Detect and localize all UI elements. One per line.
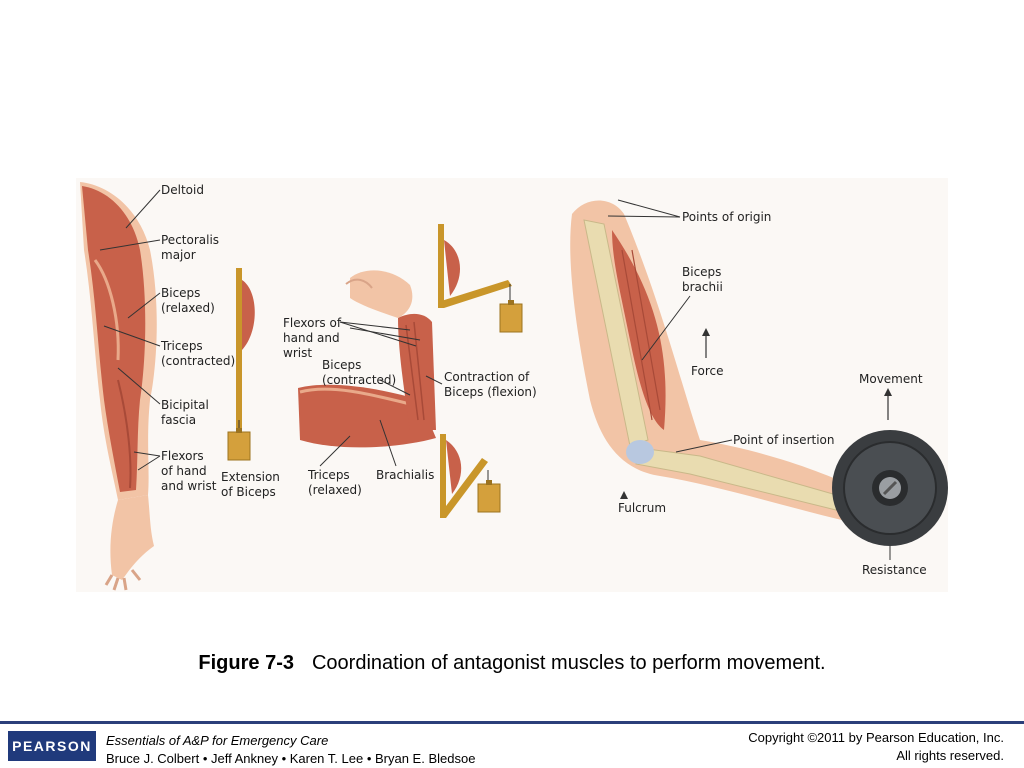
label-triceps-contracted-1: Triceps (160, 339, 203, 353)
book-info: Essentials of A&P for Emergency Care Bru… (106, 732, 475, 768)
label-pectoralis-2: major (161, 248, 196, 262)
label-contraction-2: Biceps (flexion) (444, 385, 537, 399)
contraction-lever-diagram (438, 224, 523, 333)
pearson-logo: PEARSON (8, 731, 96, 761)
rights-text: All rights reserved. (896, 748, 1004, 763)
label-points-of-origin: Points of origin (682, 210, 771, 224)
label-movement: Movement (859, 372, 923, 386)
label-extension-2: of Biceps (221, 485, 276, 499)
label-biceps-brachii-1: Biceps (682, 265, 721, 279)
movement-arrow (884, 388, 892, 420)
copyright-block: Copyright ©2011 by Pearson Education, In… (748, 729, 1004, 765)
label-flexors-mid-1: Flexors of (283, 316, 342, 330)
left-arm-illustration (80, 182, 157, 591)
label-flexors-mid-3: wrist (283, 346, 312, 360)
label-resistance: Resistance (862, 563, 927, 577)
label-flexors-left-1: Flexors (161, 449, 204, 463)
label-biceps-relaxed-1: Biceps (161, 286, 200, 300)
lever-arm-illustration (570, 200, 860, 522)
fulcrum-marker (620, 491, 628, 499)
label-flexors-left-3: and wrist (161, 479, 217, 493)
label-triceps-relaxed-2: (relaxed) (308, 483, 362, 497)
label-fulcrum: Fulcrum (618, 501, 666, 515)
label-point-of-insertion: Point of insertion (733, 433, 834, 447)
label-triceps-contracted-2: (contracted) (161, 354, 235, 368)
label-triceps-relaxed-1: Triceps (307, 468, 350, 482)
label-brachialis: Brachialis (376, 468, 434, 482)
label-biceps-brachii-2: brachii (682, 280, 723, 294)
label-biceps-relaxed-2: (relaxed) (161, 301, 215, 315)
figure-number: Figure 7-3 (198, 652, 294, 674)
right-leader-lines (607, 199, 891, 560)
figure-panel (76, 178, 948, 592)
figure-caption-text: Coordination of antagonist muscles to pe… (311, 652, 826, 674)
force-arrow (702, 328, 710, 358)
label-bicipital-1: Bicipital (161, 398, 209, 412)
label-extension-1: Extension (221, 470, 280, 484)
label-pectoralis-1: Pectoralis (161, 233, 219, 247)
footer-divider (0, 721, 1024, 724)
label-force: Force (691, 364, 723, 378)
left-leader-lines (99, 189, 161, 471)
extension-lever-diagram (227, 268, 255, 461)
label-biceps-contracted-1: Biceps (322, 358, 361, 372)
book-authors: Bruce J. Colbert • Jeff Ankney • Karen T… (106, 751, 476, 766)
label-flexors-mid-2: hand and (283, 331, 340, 345)
label-deltoid: Deltoid (161, 183, 204, 197)
copyright-text: Copyright ©2011 by Pearson Education, In… (748, 730, 1004, 745)
label-flexors-left-2: of hand (161, 464, 207, 478)
figure-caption: Figure 7-3 Coordination of antagonist mus… (0, 652, 1024, 675)
label-bicipital-2: fascia (161, 413, 196, 427)
lower-lever-diagram (440, 434, 501, 518)
middle-leader-lines (319, 321, 443, 467)
book-title: Essentials of A&P for Emergency Care (106, 733, 329, 748)
label-contraction-1: Contraction of (444, 370, 530, 384)
flexed-arm-illustration (298, 270, 436, 448)
resistance-weight-plate (832, 430, 948, 546)
label-biceps-contracted-2: (contracted) (322, 373, 396, 387)
